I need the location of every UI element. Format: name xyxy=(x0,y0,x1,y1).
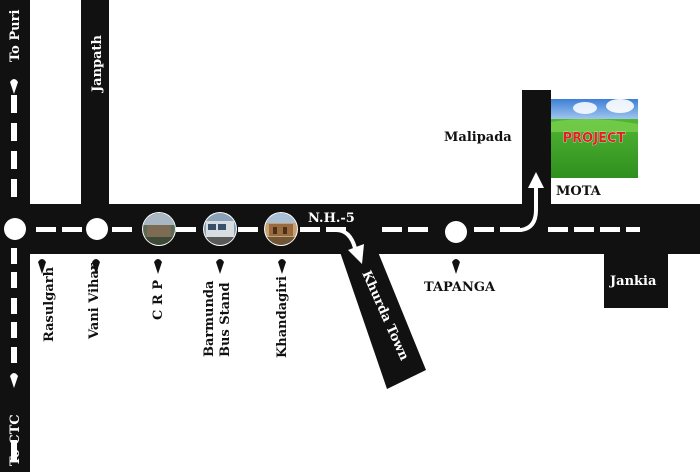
janpath-label: Janpath xyxy=(90,34,105,93)
vani-vihar-junction xyxy=(86,218,108,240)
khandagiri-label: Khandagiri xyxy=(275,276,290,358)
jankia-label: Jankia xyxy=(609,274,657,289)
barmunda-pin-icon xyxy=(216,259,224,274)
road-direction-pins xyxy=(10,79,18,388)
junctions xyxy=(4,218,467,243)
barmunda-bus-stand-photo xyxy=(203,212,237,246)
location-pin-icons xyxy=(38,259,460,274)
khurda-town-road xyxy=(340,252,426,389)
vani-vihar-pin-icon xyxy=(92,259,100,274)
to-ctc-label: To CTC xyxy=(8,414,23,466)
janpath-road xyxy=(81,0,109,205)
khandagiri-pin-icon xyxy=(278,259,286,274)
nh5-label: N.H.-5 xyxy=(308,211,355,226)
project-site: PROJECT xyxy=(551,99,638,178)
to-puri-label: To Puri xyxy=(8,10,23,62)
crp-label: C R P xyxy=(151,280,166,320)
barmunda-label-line2: Bus Stand xyxy=(218,282,233,357)
tapanga-label: TAPANGA xyxy=(424,280,496,295)
crp-pin-icon xyxy=(154,259,162,274)
tapanga-junction xyxy=(445,221,467,243)
malipada-label: Malipada xyxy=(444,130,512,145)
arrow-up-to-mota-icon xyxy=(519,172,544,232)
rasulgarh-junction xyxy=(4,218,26,240)
mota-label: MOTA xyxy=(556,184,602,199)
arrow-down-to-khurda-icon xyxy=(334,228,364,264)
project-label: PROJECT xyxy=(563,131,626,146)
to-ctc-pin-icon xyxy=(10,373,18,388)
vani-vihar-label: Vani Vihar xyxy=(87,263,102,340)
rasulgarh-pin-icon xyxy=(38,259,46,274)
barmunda-label-line1: Barmunda xyxy=(202,280,217,357)
khandagiri-photo xyxy=(264,212,298,246)
rasulgarh-label: Rasulgarh xyxy=(42,266,57,342)
to-puri-pin-icon xyxy=(10,79,18,94)
crp-photo xyxy=(142,212,176,246)
tapanga-pin-icon xyxy=(452,259,460,274)
jankia-block xyxy=(604,252,668,308)
